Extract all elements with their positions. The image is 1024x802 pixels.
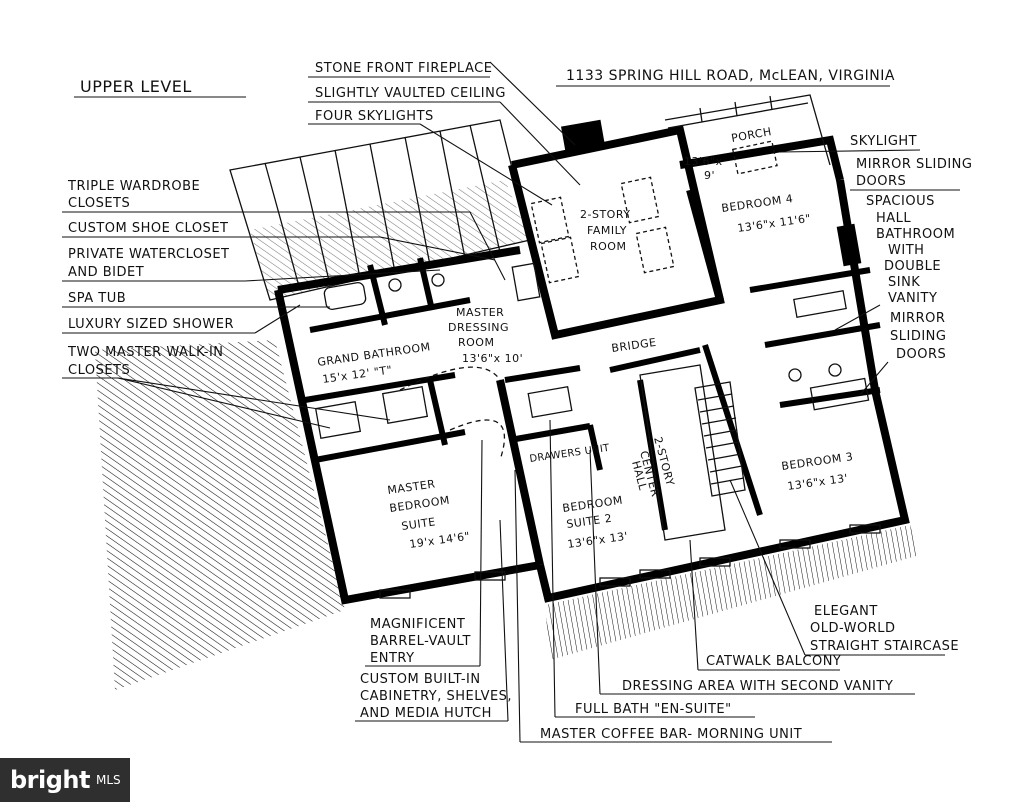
callout-bathroom: BATHROOM (876, 227, 955, 242)
callout-four-skylights: FOUR SKYLIGHTS (315, 109, 434, 124)
bath-fixtures (314, 262, 870, 439)
callout-media-hutch: AND MEDIA HUTCH (360, 706, 492, 721)
master-label-a: MASTER (387, 477, 437, 497)
watermark-brand: bright (10, 766, 90, 794)
bottom-terrace-hatch (545, 525, 920, 660)
callout-walk-in-closets: TWO MASTER WALK-IN (67, 345, 224, 360)
family-skylights (530, 140, 778, 284)
callout-closets-2: CLOSETS (68, 363, 130, 378)
callout-barrel-vault: BARREL-VAULT (370, 634, 471, 649)
callout-coffee-bar: MASTER COFFEE BAR- MORNING UNIT (540, 727, 802, 742)
callout-magnificent: MAGNIFICENT (370, 617, 465, 632)
bottom-callouts: MAGNIFICENT BARREL-VAULT ENTRY CUSTOM BU… (355, 419, 959, 743)
porch-label: PORCH (730, 125, 772, 145)
dressing-dims: 13'6"x 10' (462, 352, 523, 365)
callout-mirror-2: MIRROR (890, 311, 945, 326)
callout-sliding-2: SLIDING (890, 329, 946, 344)
family-label-b: FAMILY (587, 224, 627, 237)
address-title: 1133 SPRING HILL ROAD, McLEAN, VIRGINIA (566, 68, 895, 84)
callout-closets-1: CLOSETS (68, 196, 130, 211)
bright-mls-watermark: bright MLS (0, 758, 130, 802)
catwalk-balcony (639, 364, 726, 541)
callout-watercloset: PRIVATE WATERCLOSET (68, 247, 230, 262)
porch-dim-a: 13'6"x (684, 155, 723, 168)
dressing-label-a: MASTER (456, 306, 504, 319)
porch-dim-b: 9' (704, 169, 715, 182)
master-label-c: SUITE (401, 515, 437, 533)
bedroom3-label: BEDROOM 3 (781, 450, 855, 473)
suite2-label-b: SUITE 2 (566, 512, 613, 531)
chimney-right (836, 223, 862, 267)
callout-old-world: OLD-WORLD (810, 621, 896, 636)
callout-doors-1: DOORS (856, 174, 906, 189)
callout-luxury-shower: LUXURY SIZED SHOWER (68, 317, 234, 332)
roof-ribs (264, 124, 501, 291)
callout-mirror-doors-1: MIRROR SLIDING (856, 157, 972, 172)
master-label-b: BEDROOM (389, 494, 451, 515)
bedroom4-dims: 13'6"x 11'6" (737, 212, 812, 235)
rear-roof-hatch (250, 180, 530, 300)
callout-dressing-area: DRESSING AREA WITH SECOND VANITY (622, 679, 893, 694)
callout-spa-tub: SPA TUB (68, 291, 126, 306)
fireplace-block (561, 119, 605, 153)
callout-hall: HALL (876, 211, 911, 226)
callout-catwalk: CATWALK BALCONY (706, 654, 841, 669)
callout-with: WITH (888, 243, 924, 258)
callout-full-bath: FULL BATH "EN-SUITE" (575, 702, 732, 717)
bedroom3-dims: 13'6"x 13' (787, 472, 849, 493)
callout-custom-builtin: CUSTOM BUILT-IN (360, 672, 481, 687)
grand-bath-label: GRAND BATHROOM (317, 340, 432, 369)
callout-elegant: ELEGANT (814, 604, 878, 619)
level-title: UPPER LEVEL (80, 77, 192, 96)
staircase (694, 381, 746, 497)
dressing-label-c: ROOM (458, 336, 494, 349)
right-callouts: SKYLIGHT MIRROR SLIDING DOORS SPACIOUS H… (779, 134, 972, 396)
dressing-label-b: DRESSING (448, 321, 509, 334)
callout-doors-2: DOORS (896, 347, 946, 362)
callout-entry: ENTRY (370, 651, 415, 666)
watermark-sub: MLS (95, 773, 121, 787)
left-deck-hatch (95, 340, 345, 690)
callout-vaulted-ceiling: SLIGHTLY VAULTED CEILING (315, 86, 506, 101)
suite2-dims: 13'6"x 13' (567, 530, 629, 551)
callout-staircase: STRAIGHT STAIRCASE (810, 639, 959, 654)
callout-triple-wardrobe: TRIPLE WARDROBE (67, 179, 200, 194)
callout-skylight: SKYLIGHT (850, 134, 917, 149)
callout-spacious: SPACIOUS (866, 194, 935, 209)
bedroom4-label: BEDROOM 4 (721, 192, 795, 215)
windows (379, 524, 881, 599)
barrel-vault-arc (399, 366, 505, 461)
family-label-c: ROOM (590, 240, 626, 253)
porch-railing (664, 94, 831, 166)
callout-double: DOUBLE (884, 259, 941, 274)
callout-vanity: VANITY (888, 291, 937, 306)
callout-stone-fireplace: STONE FRONT FIREPLACE (315, 61, 492, 76)
callout-sink: SINK (888, 275, 920, 290)
exterior-walls (274, 125, 910, 605)
room-labels: PORCH 13'6"x 9' 2-STORY FAMILY ROOM BEDR… (317, 125, 855, 551)
callout-cabinetry: CABINETRY, SHELVES, (360, 689, 512, 704)
bridge-label: BRIDGE (611, 336, 658, 355)
master-dims: 19'x 14'6" (409, 530, 471, 551)
left-callouts: STONE FRONT FIREPLACE SLIGHTLY VAULTED C… (62, 61, 581, 429)
family-label-a: 2-STORY (580, 208, 631, 221)
callout-shoe-closet: CUSTOM SHOE CLOSET (68, 221, 228, 236)
callout-bidet: AND BIDET (68, 265, 144, 280)
